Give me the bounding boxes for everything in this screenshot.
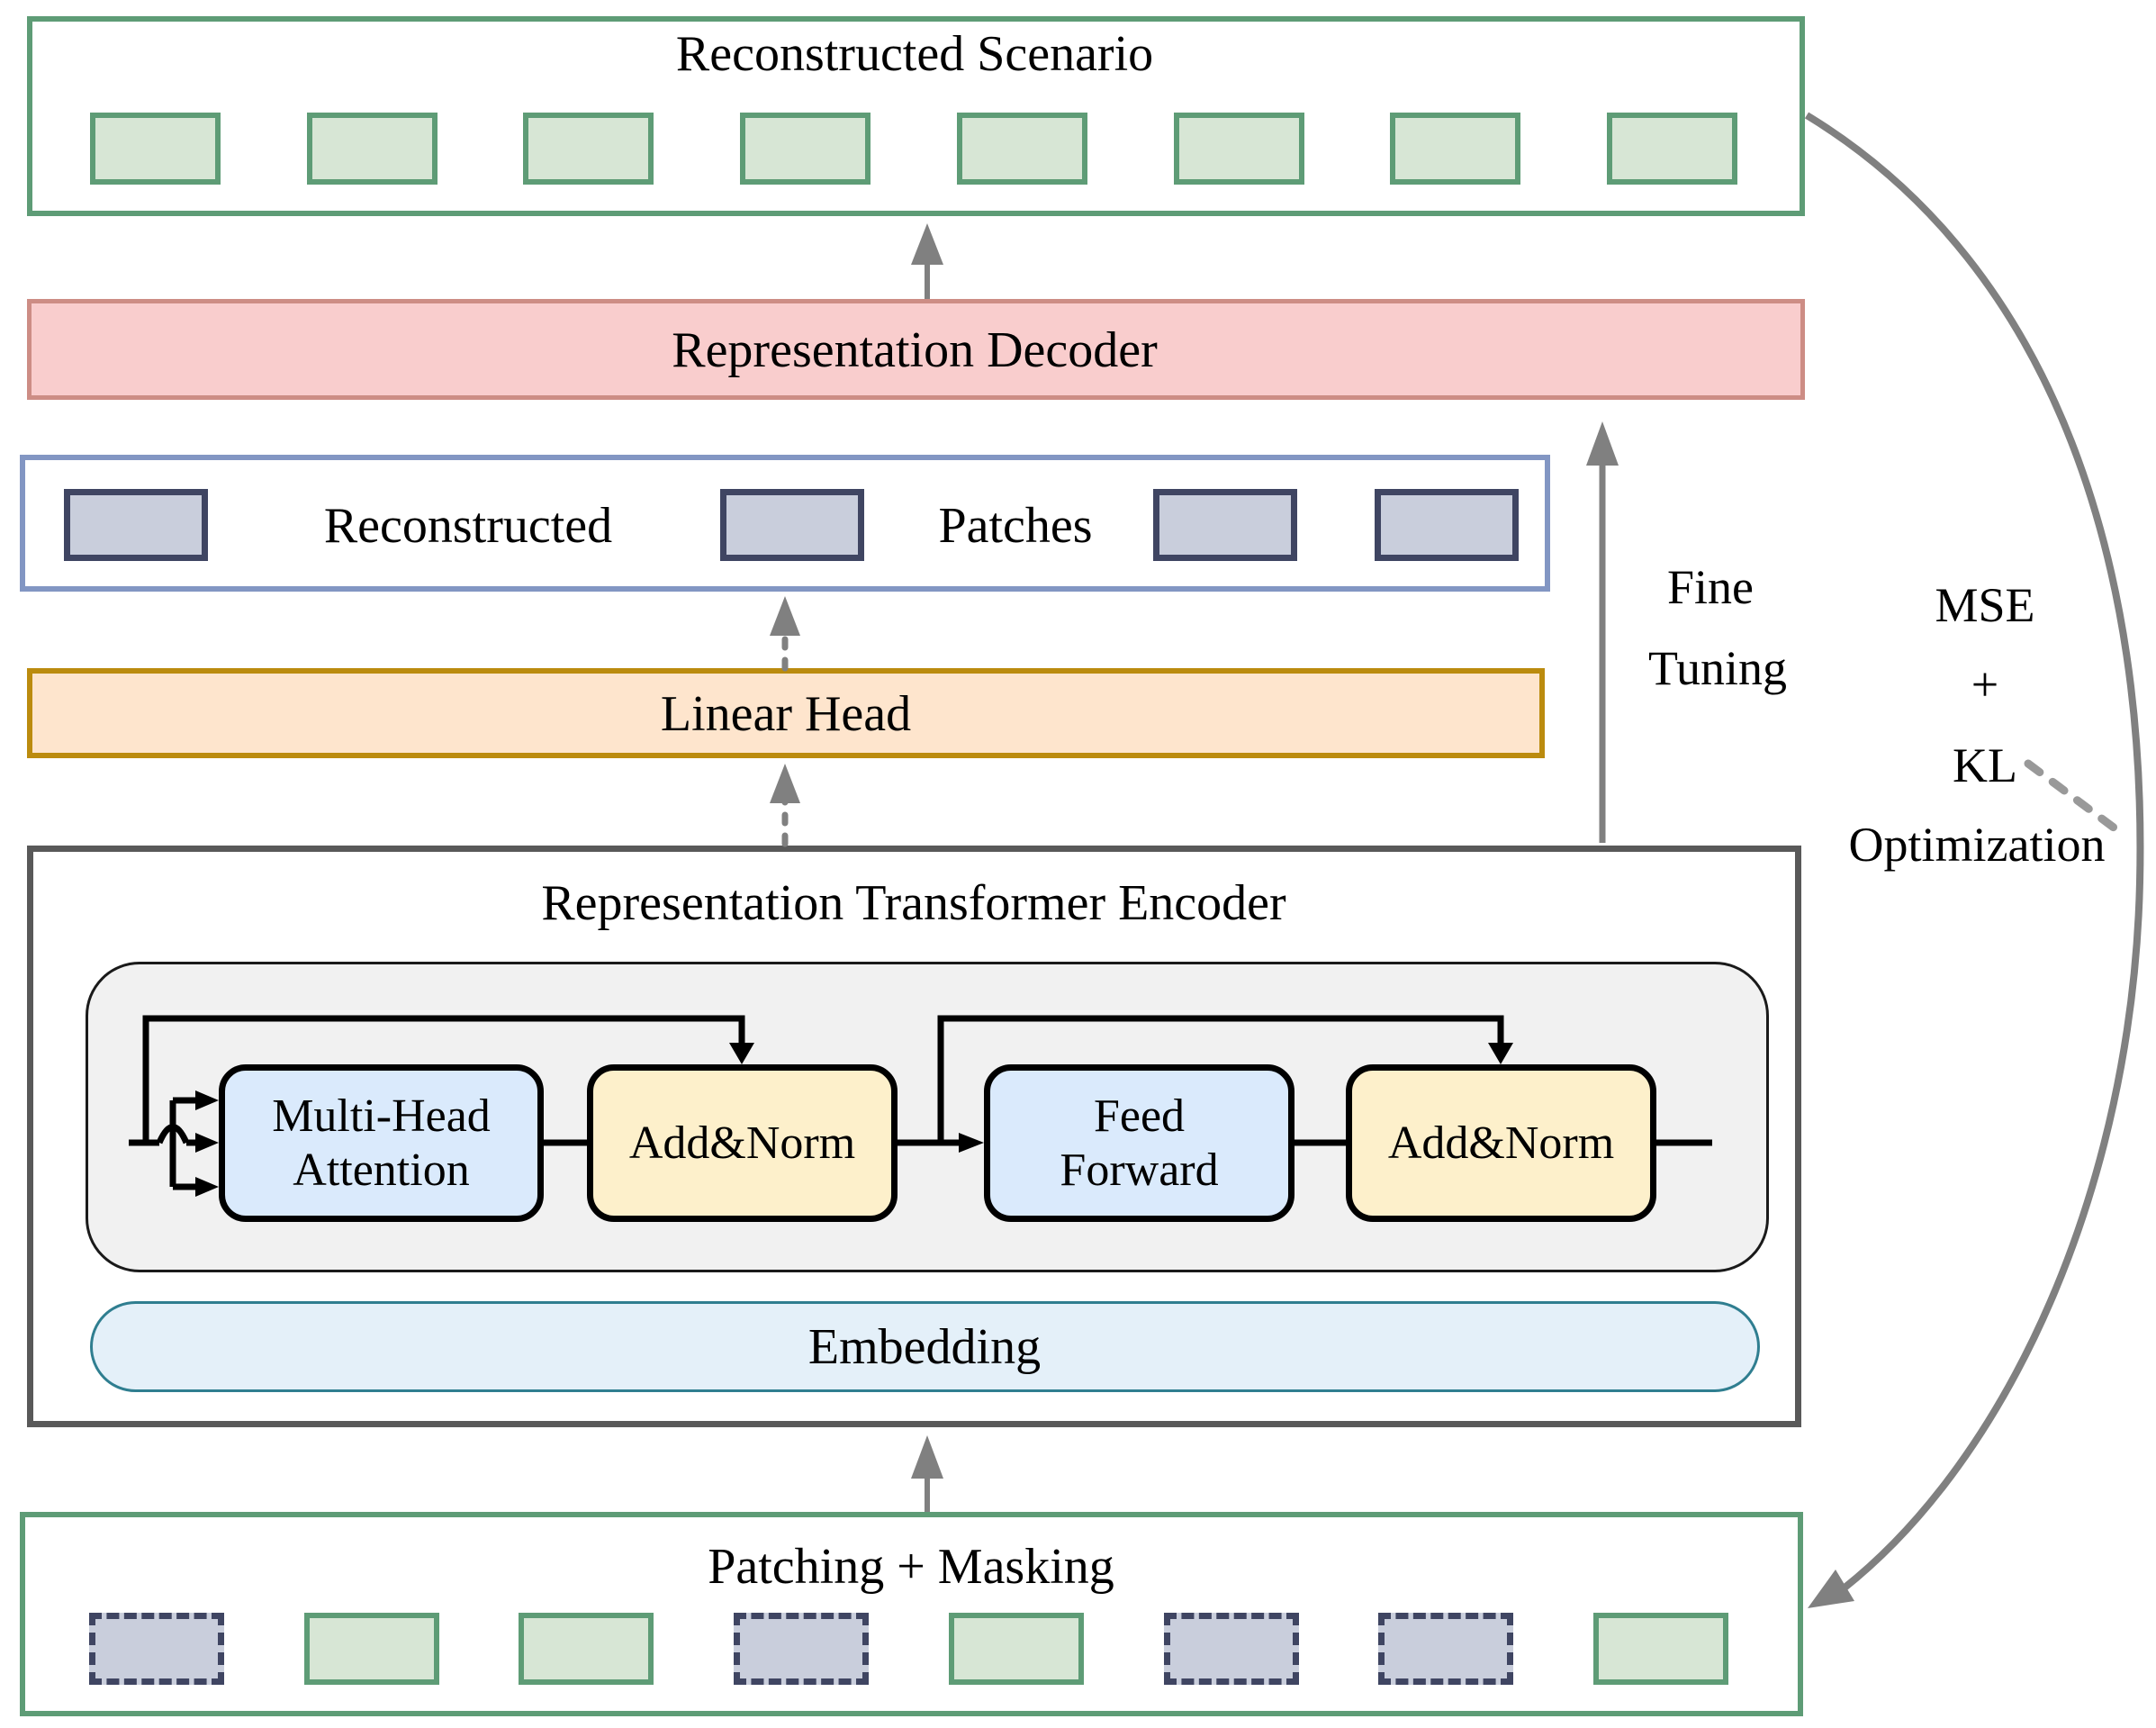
add-norm-label: Add&Norm xyxy=(628,1117,856,1169)
scenario-patch xyxy=(523,113,654,185)
masked-patch xyxy=(1378,1613,1513,1685)
mha-label-line2: Attention xyxy=(293,1144,470,1196)
scenario-patch xyxy=(1174,113,1304,185)
loss-label-kl: KL xyxy=(1953,738,2017,792)
scenario-patch xyxy=(307,113,438,185)
fine-tuning-arrow xyxy=(1586,421,1619,843)
patches-label: Patches xyxy=(938,498,1093,554)
input-patch xyxy=(304,1613,439,1685)
reconstructed-patch xyxy=(1375,489,1519,561)
input-patch xyxy=(949,1613,1084,1685)
scenario-patch xyxy=(90,113,221,185)
encoder-to-linear-head-dashed-arrow xyxy=(770,764,800,847)
decoder-to-scenario-arrow xyxy=(911,223,943,299)
add-norm-block-2: Add&Norm xyxy=(1346,1064,1656,1222)
reconstructed-patch xyxy=(720,489,864,561)
fine-tuning-label-line2: Tuning xyxy=(1647,641,1788,695)
embedding-label: Embedding xyxy=(807,1319,1042,1375)
representation-decoder-box xyxy=(27,299,1805,400)
ff-label-line2: Forward xyxy=(1060,1144,1219,1196)
loss-label-optimization: Optimization xyxy=(1848,818,2106,872)
add-norm-block-1: Add&Norm xyxy=(587,1064,898,1222)
reconstructed-scenario-title: Reconstructed Scenario xyxy=(675,26,1154,82)
feed-forward-block: Feed Forward xyxy=(984,1064,1295,1222)
patching-to-encoder-arrow xyxy=(911,1435,943,1512)
representation-decoder-title: Representation Decoder xyxy=(672,322,1158,378)
scenario-patch xyxy=(1607,113,1737,185)
multi-head-attention-block: Multi-Head Attention xyxy=(219,1064,544,1222)
reconstructed-patch xyxy=(64,489,208,561)
scenario-patch xyxy=(1390,113,1520,185)
input-patch xyxy=(1593,1613,1728,1685)
reconstructed-label: Reconstructed xyxy=(323,498,613,554)
scenario-patch xyxy=(957,113,1087,185)
loss-label-mse: MSE xyxy=(1935,578,2035,632)
input-patch xyxy=(519,1613,654,1685)
scenario-patch xyxy=(740,113,871,185)
masked-patch xyxy=(1164,1613,1299,1685)
mha-label-line1: Multi-Head xyxy=(272,1090,491,1142)
patching-masking-title: Patching + Masking xyxy=(708,1539,1114,1595)
ff-label-line1: Feed xyxy=(1093,1090,1186,1142)
embedding-bar xyxy=(90,1301,1760,1392)
masked-patch xyxy=(89,1613,224,1685)
linear-head-to-patches-dashed-arrow xyxy=(770,596,800,672)
transformer-encoder-title: Representation Transformer Encoder xyxy=(541,875,1286,931)
fine-tuning-label-line1: Fine xyxy=(1666,560,1755,614)
masked-patch xyxy=(734,1613,869,1685)
loss-label-plus: + xyxy=(1971,657,1999,711)
add-norm-label: Add&Norm xyxy=(1387,1117,1615,1169)
reconstructed-patch xyxy=(1153,489,1297,561)
linear-head-title: Linear Head xyxy=(660,686,912,742)
